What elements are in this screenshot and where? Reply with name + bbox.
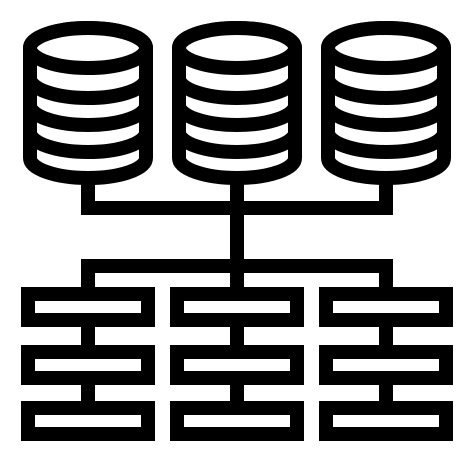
server-column-3 [319, 287, 453, 441]
database-1 [23, 21, 153, 185]
server-2-2 [170, 345, 304, 385]
server-3-1 [319, 287, 453, 327]
database-2 [172, 21, 302, 185]
database-3 [321, 21, 451, 185]
server-3-3 [319, 401, 453, 441]
server-column-2 [170, 287, 304, 441]
server-2-3 [170, 401, 304, 441]
server-2-1 [170, 287, 304, 327]
server-1-3 [21, 401, 155, 441]
server-column-1 [21, 287, 155, 441]
server-1-2 [21, 345, 155, 385]
server-1-1 [21, 287, 155, 327]
server-3-2 [319, 345, 453, 385]
